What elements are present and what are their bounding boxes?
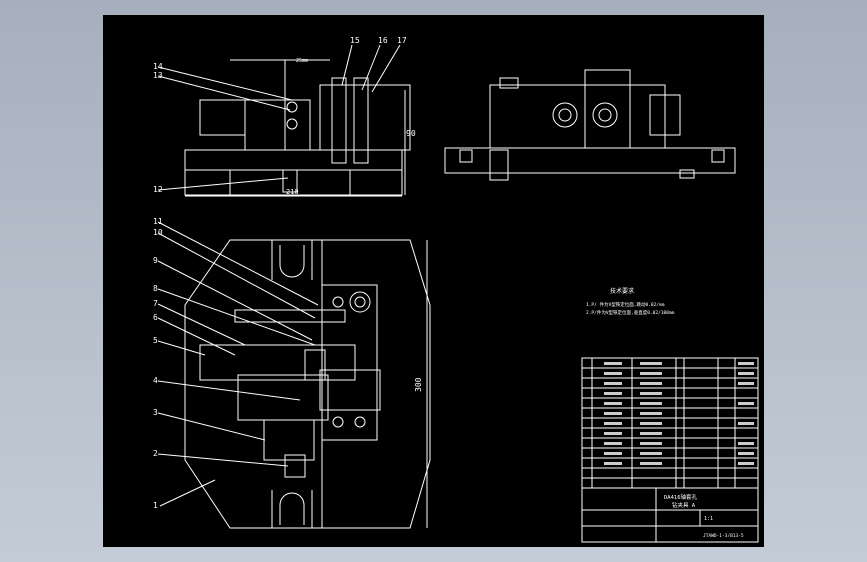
callout-2: 2 — [153, 449, 158, 458]
side-view — [444, 69, 736, 181]
title-scale: 1:1 — [704, 516, 713, 522]
title-name-line1: DA416轴套孔 — [664, 493, 698, 501]
callout-4: 4 — [153, 376, 158, 385]
callout-7: 7 — [153, 299, 158, 308]
title-name-line2: 钻夹具 A — [672, 501, 696, 509]
callout-3: 3 — [153, 408, 158, 417]
callout-8: 8 — [153, 284, 158, 293]
callout-16: 16 — [378, 36, 388, 45]
parts-list-placeholder-text — [604, 362, 754, 465]
height-dim-label: 90 — [406, 129, 416, 138]
notes-line-1: 1.P/ 件为V型铁定位面,跳动0.02/mm — [586, 301, 665, 308]
callout-12: 12 — [153, 185, 163, 194]
notes-line-2: 2.P/件为V型铁定位面,垂直度0.02/100mm — [586, 309, 675, 316]
width-dim-label: 210 — [286, 188, 299, 196]
callout-11: 11 — [153, 217, 163, 226]
callout-15: 15 — [350, 36, 360, 45]
title-drawing-no: JTAWD-1-3/B13-5 — [703, 533, 744, 539]
front-view — [184, 59, 411, 197]
top-dim-label: 25mm — [296, 58, 308, 64]
notes-title: 技术要求 — [610, 287, 634, 295]
callout-17: 17 — [397, 36, 407, 45]
callout-1: 1 — [153, 501, 158, 510]
callout-14: 14 — [153, 62, 163, 71]
callout-13: 13 — [153, 71, 163, 80]
callout-5: 5 — [153, 336, 158, 345]
callout-10: 10 — [153, 228, 163, 237]
plan-dim-label: 300 — [414, 377, 423, 392]
callout-numbers: 1 2 3 4 5 6 7 8 9 10 11 12 13 14 15 16 1… — [153, 36, 407, 510]
leader-lines — [157, 44, 401, 507]
parts-list — [581, 357, 759, 543]
callout-9: 9 — [153, 256, 158, 265]
plan-view — [184, 239, 431, 529]
callout-6: 6 — [153, 313, 158, 322]
